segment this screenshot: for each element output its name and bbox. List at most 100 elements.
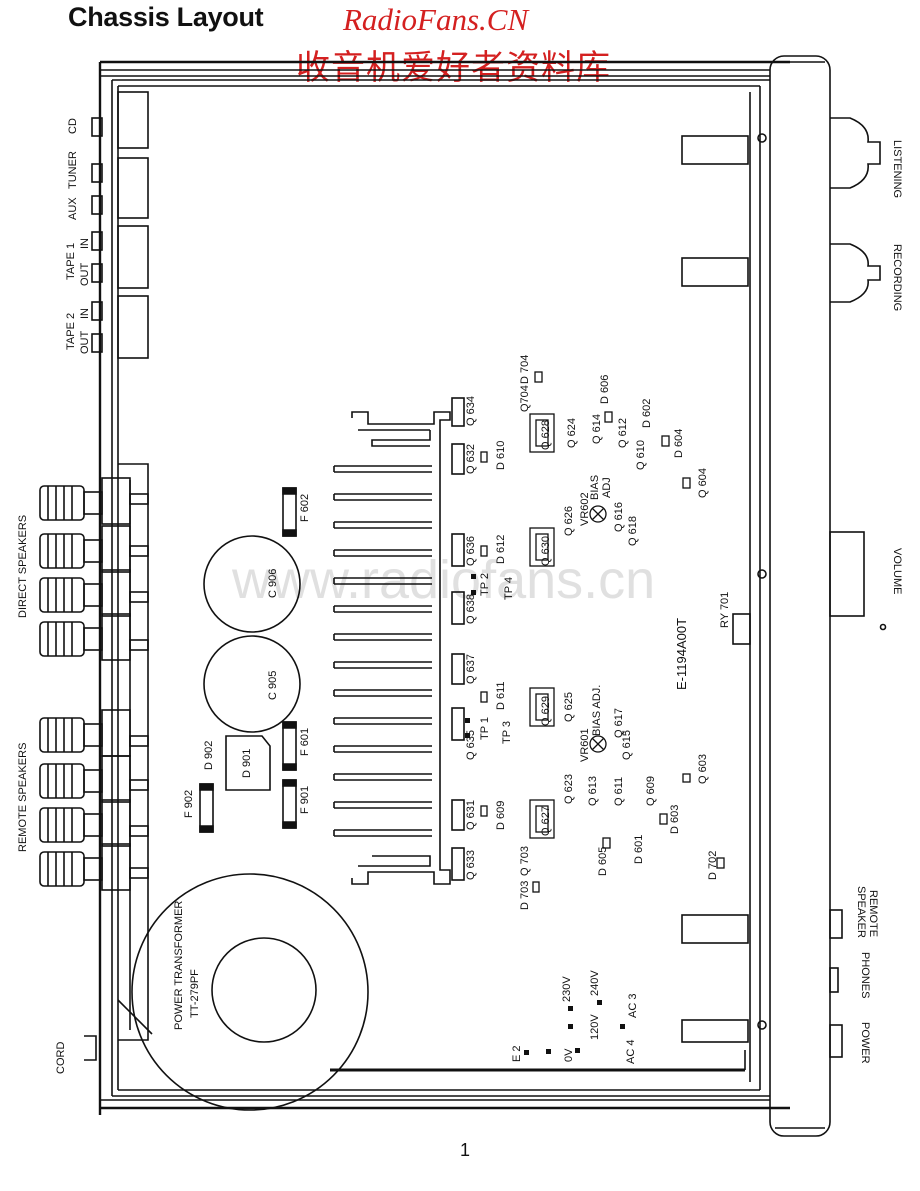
label-q615: Q 615 — [621, 730, 633, 760]
label-q609: Q 609 — [645, 776, 657, 806]
label-230v: 230V — [561, 976, 573, 1002]
stamp-subtitle: 收音机爱好者资料库 — [296, 48, 611, 88]
board-code: E-1194A00T — [674, 618, 689, 690]
label-speaker-remote-2: REMOTE — [867, 890, 879, 937]
bridge-rectifier — [225, 735, 271, 791]
label-q703: Q 703 — [519, 846, 531, 876]
label-tape2: TAPE 2 — [65, 313, 77, 350]
label-phones: PHONES — [859, 952, 871, 998]
power-transformer — [84, 873, 369, 1111]
label-q617: Q 617 — [613, 708, 625, 738]
label-q603: Q 603 — [697, 754, 709, 784]
label-ac4: AC 4 — [625, 1040, 637, 1064]
label-tuner: TUNER — [67, 151, 79, 189]
label-remote-speakers: REMOTE SPEAKERS — [17, 743, 29, 852]
label-aux: AUX — [67, 197, 79, 220]
label-listening: LISTENING — [891, 140, 903, 198]
label-cord: CORD — [55, 1042, 67, 1074]
label-direct-speakers: DIRECT SPEAKERS — [17, 515, 29, 618]
label-d601: D 601 — [633, 835, 645, 864]
label-q638: Q 638 — [465, 594, 477, 624]
heatsink — [333, 397, 465, 885]
label-q630: Q 630 — [540, 536, 552, 566]
label-q613: Q 613 — [587, 776, 599, 806]
label-q610: Q 610 — [635, 440, 647, 470]
label-tp4: TP 4 — [503, 577, 515, 600]
label-e2: E 2 — [511, 1045, 523, 1062]
label-tape2-in: IN — [79, 308, 91, 319]
label-d901: D 901 — [241, 749, 253, 778]
label-d702: D 702 — [707, 851, 719, 880]
test-points — [465, 574, 625, 1055]
rear-input-jacks — [91, 91, 149, 359]
label-tp1: TP 1 — [479, 717, 491, 740]
label-d610: D 610 — [495, 441, 507, 470]
label-d603: D 603 — [669, 805, 681, 834]
label-240v: 240V — [589, 970, 601, 996]
label-120v: 120V — [589, 1014, 601, 1040]
label-d611: D 611 — [495, 681, 507, 710]
front-panel — [681, 55, 887, 1137]
label-q634: Q 634 — [465, 396, 477, 426]
label-f901: F 901 — [299, 786, 311, 814]
label-bias-adj-1b: ADJ — [601, 477, 613, 498]
label-vr602: VR602 — [579, 492, 591, 526]
label-d605: D 605 — [597, 847, 609, 876]
label-q629: Q 629 — [540, 696, 552, 726]
label-q614: Q 614 — [591, 414, 603, 444]
label-bias-adj-2: BIAS ADJ. — [591, 685, 603, 736]
label-q624: Q 624 — [566, 418, 578, 448]
chassis-frame — [98, 60, 790, 1115]
label-q625: Q 625 — [563, 692, 575, 722]
fuses — [199, 487, 297, 833]
label-cd: CD — [67, 118, 79, 134]
label-d606: D 606 — [599, 375, 611, 404]
page-number: 1 — [460, 1140, 471, 1160]
label-tp3: TP 3 — [501, 721, 513, 744]
driver-components — [480, 371, 725, 893]
label-tape1: TAPE 1 — [65, 243, 77, 280]
label-q635: Q 635 — [465, 730, 477, 760]
label-recording: RECORDING — [891, 244, 903, 311]
label-q636: Q 636 — [465, 536, 477, 566]
label-q616: Q 616 — [613, 502, 625, 532]
label-d612: D 612 — [495, 535, 507, 564]
stamp-site-name: RadioFans.CN — [343, 2, 529, 37]
label-q637: Q 637 — [465, 654, 477, 684]
label-speaker-remote-1: SPEAKER — [855, 886, 867, 938]
label-q618: Q 618 — [627, 516, 639, 546]
label-d602: D 602 — [641, 399, 653, 428]
label-c906: C 906 — [267, 569, 279, 598]
label-relay: RY 701 — [719, 592, 731, 628]
label-tape1-out: OUT — [79, 263, 91, 287]
label-transformer: POWER TRANSFORMER — [173, 901, 185, 1030]
label-q604: Q 604 — [697, 468, 709, 498]
label-d609: D 609 — [495, 801, 507, 830]
label-power: POWER — [859, 1022, 871, 1064]
label-ac3: AC 3 — [627, 994, 639, 1018]
label-tape2-out: OUT — [79, 331, 91, 355]
label-d902: D 902 — [203, 741, 215, 770]
label-bias-adj-1a: BIAS — [589, 475, 601, 500]
label-d704: D 704 — [519, 355, 531, 384]
label-q611: Q 611 — [613, 777, 625, 806]
watermark: www.radiofans.cn — [231, 550, 655, 610]
speaker-terminals — [39, 463, 149, 1041]
label-q612: Q 612 — [617, 418, 629, 448]
label-f601: F 601 — [299, 728, 311, 756]
label-q628: Q 628 — [540, 420, 552, 450]
label-vr601: VR601 — [579, 728, 591, 762]
label-f602: F 602 — [299, 494, 311, 522]
label-transformer-model: TT-279PF — [189, 969, 201, 1018]
label-d604: D 604 — [673, 429, 685, 458]
label-q623: Q 623 — [563, 774, 575, 804]
page-title: Chassis Layout — [68, 2, 264, 32]
label-c905: C 905 — [267, 671, 279, 700]
label-q631: Q 631 — [465, 800, 477, 830]
label-volume: VOLUME — [891, 548, 903, 594]
label-q704: Q704 — [519, 385, 531, 412]
label-tape1-in: IN — [79, 238, 91, 249]
label-q626: Q 626 — [563, 506, 575, 536]
label-q627: Q 627 — [540, 806, 552, 836]
